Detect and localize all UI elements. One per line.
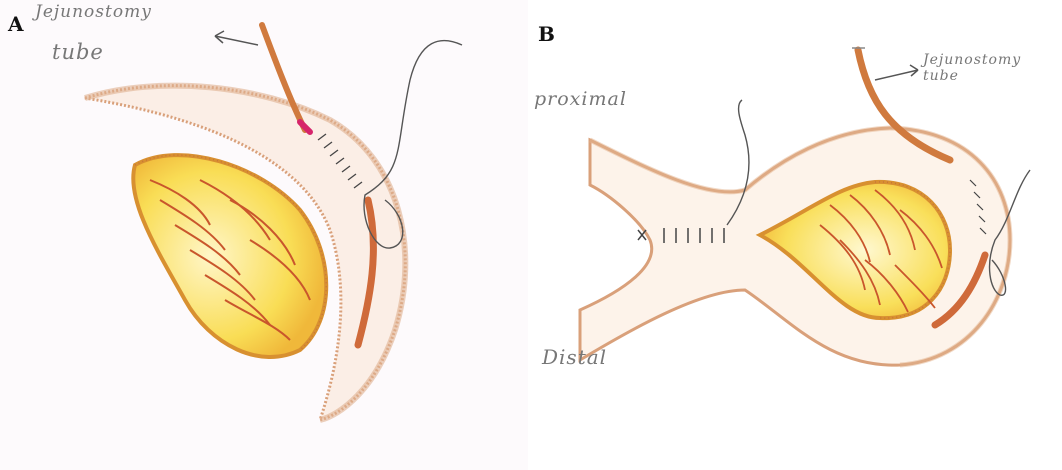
panel-label-a: A — [8, 12, 24, 36]
panel-label-b: B — [538, 22, 555, 46]
arrow-a — [215, 36, 258, 45]
distal-label-b: Distal — [542, 345, 607, 369]
proximal-label-b: proximal — [534, 88, 627, 110]
panel-b: B Jejunostomy tube proximal Distal — [530, 0, 1062, 470]
tube-label-a-line1: Jejunostomy — [35, 2, 152, 22]
panel-a: A Jejunostomy tube — [0, 0, 528, 470]
tube-label-b: Jejunostomy tube — [923, 52, 1062, 84]
tube-label-a-line2: tube — [52, 40, 104, 64]
panel-a-drawing — [0, 0, 528, 470]
